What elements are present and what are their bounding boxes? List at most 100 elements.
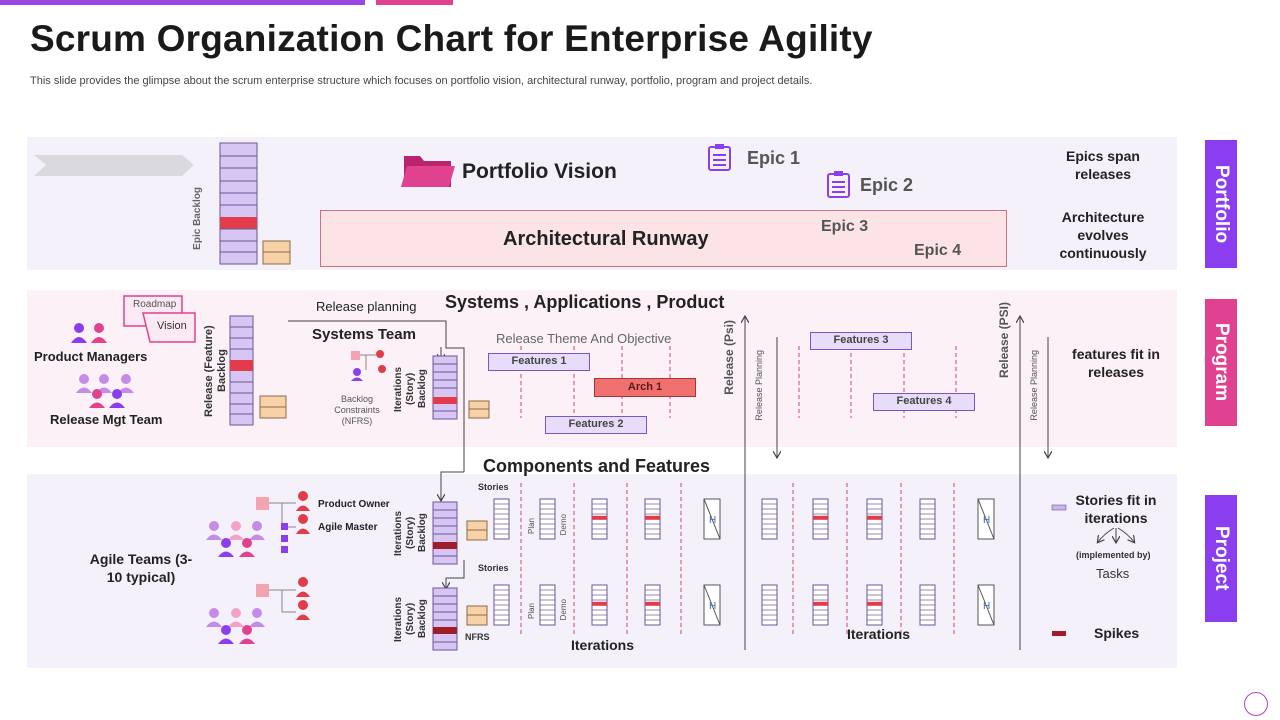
features-fit-note: features fit in releases: [1072, 346, 1160, 380]
systems-team-org-icon: [351, 350, 386, 381]
task-stack: [539, 498, 556, 540]
iterations-backlog-project1-label: Iterations (Story) Backlog: [393, 510, 428, 556]
epic3-label: Epic 3: [821, 218, 869, 235]
implemented-by-label: (implemented by): [1076, 550, 1151, 560]
stories-fit-note: Stories fit in iterations: [1075, 492, 1157, 526]
agile-teams-label: Agile Teams (3-10 typical): [89, 551, 193, 585]
task-stack: [812, 498, 829, 540]
spikes-label: Spikes: [1094, 625, 1140, 641]
architectural-runway-box: [320, 210, 1007, 267]
task-stack: [644, 498, 661, 540]
roadmap-label: Roadmap: [133, 299, 177, 310]
slide-corner-ring: [1244, 692, 1268, 716]
task-stack: [919, 498, 936, 540]
portfolio-vision-label: Portfolio Vision: [462, 160, 617, 183]
task-stack: [591, 498, 608, 540]
task-stack: [761, 584, 778, 626]
clipboard-icon-epic1: [708, 144, 731, 171]
project-backlog-stack-1: [432, 501, 458, 565]
stories-label-1: Stories: [478, 482, 509, 492]
demo-label-2: Demo: [559, 599, 568, 621]
epic2-label: Epic 2: [860, 175, 914, 195]
features2-box: Features 2: [545, 416, 647, 434]
agile-team-people-icon-2: [206, 608, 265, 644]
task-stack: [812, 584, 829, 626]
task-stack: [919, 584, 936, 626]
task-stack: [761, 498, 778, 540]
iterations-backlog-project2-label: Iterations (Story) Backlog: [393, 596, 428, 642]
folder-icon: [401, 156, 455, 187]
iterations-backlog-stack-program: [432, 355, 458, 420]
hardening-label: H: [709, 601, 716, 612]
features3-box: Features 3: [810, 332, 912, 350]
product-managers-label: Product Managers: [34, 349, 148, 364]
nfrs-label: NFRS: [465, 632, 490, 642]
epic1-label: Epic 1: [747, 148, 801, 168]
task-stacks: H H H H: [493, 498, 995, 626]
epic-backlog-stack: [219, 142, 258, 265]
components-features-label: Components and Features: [483, 456, 711, 476]
side-label-portfolio: Portfolio: [1205, 140, 1237, 268]
iterations-label-1: Iterations: [571, 637, 635, 653]
iterations-backlog-program-label: Iterations (Story) Backlog: [393, 366, 428, 412]
release-theme-label: Release Theme And Objective: [496, 331, 672, 346]
page-title: Scrum Organization Chart for Enterprise …: [30, 18, 873, 59]
epic-backlog-label: Epic Backlog: [192, 187, 203, 250]
architecture-evolves-note: Architecture evolves continuously: [1059, 209, 1147, 261]
product-managers-people-icon: [71, 323, 107, 343]
backlog-constraints-label: Backlog Constraints (NFRS): [334, 394, 380, 426]
plan-label-2: Plan: [527, 603, 536, 620]
accent-bar-pink: [376, 0, 453, 5]
vision-doc-icon: [142, 312, 196, 343]
arch1-box: Arch 1: [594, 378, 696, 397]
systems-apps-label: Systems , Applications , Product: [445, 292, 725, 312]
side-label-program: Program: [1205, 299, 1237, 426]
release-planning2-label: Release Planning: [1029, 350, 1039, 421]
task-stack: [493, 498, 510, 540]
demo-label-1: Demo: [559, 514, 568, 536]
task-legend-swatch: [1051, 504, 1067, 511]
project-backlog-stack-2: [432, 587, 458, 651]
side-label-project: Project: [1205, 495, 1237, 622]
task-stack: [493, 584, 510, 626]
task-stack: [591, 584, 608, 626]
team-org-icon-1: [256, 491, 310, 553]
release-psi-label: Release (Psi): [722, 320, 736, 395]
agile-master-label: Agile Master: [318, 522, 378, 533]
tasks-label: Tasks: [1096, 566, 1130, 581]
hardening-block: H: [703, 498, 721, 540]
features1-box: Features 1: [488, 353, 590, 371]
hardening-block: H: [977, 498, 995, 540]
program-project-connector: [441, 471, 464, 500]
release-planning-top-label: Release planning: [316, 299, 417, 314]
stories-split-arrows: [1098, 527, 1134, 542]
epic4-label: Epic 4: [914, 242, 962, 259]
page-subtitle: This slide provides the glimpse about th…: [30, 75, 813, 87]
task-stack: [866, 584, 883, 626]
release-small-stack: [259, 395, 287, 419]
iterations-label-2: Iterations: [847, 626, 911, 642]
hardening-label: H: [983, 515, 990, 526]
plan-label-1: Plan: [527, 518, 536, 535]
task-stack: [539, 584, 556, 626]
team-org-icon-2: [256, 577, 310, 620]
hardening-label: H: [983, 601, 990, 612]
project-small-stack-1: [466, 520, 488, 541]
release-mgt-people-icon: [76, 374, 134, 408]
iterations-small-stack-program: [468, 400, 490, 419]
product-owner-label: Product Owner: [318, 499, 390, 510]
release-feature-backlog-label: Release (Feature) Backlog: [203, 325, 228, 417]
release-psi2-label: Release (PSI): [997, 302, 1011, 379]
task-stack: [644, 584, 661, 626]
agile-team-people-icon-1: [206, 521, 265, 557]
spike-legend-swatch: [1052, 631, 1066, 636]
project-small-stack-2: [466, 605, 488, 626]
clipboard-icon-epic2: [827, 171, 850, 198]
hardening-block: H: [703, 584, 721, 626]
release-feature-backlog-stack: [229, 315, 254, 426]
accent-bar-purple: [0, 0, 365, 5]
release-planning-label: Release Planning: [754, 350, 764, 421]
features4-box: Features 4: [873, 393, 975, 411]
project-dashed-dividers: [520, 483, 955, 636]
